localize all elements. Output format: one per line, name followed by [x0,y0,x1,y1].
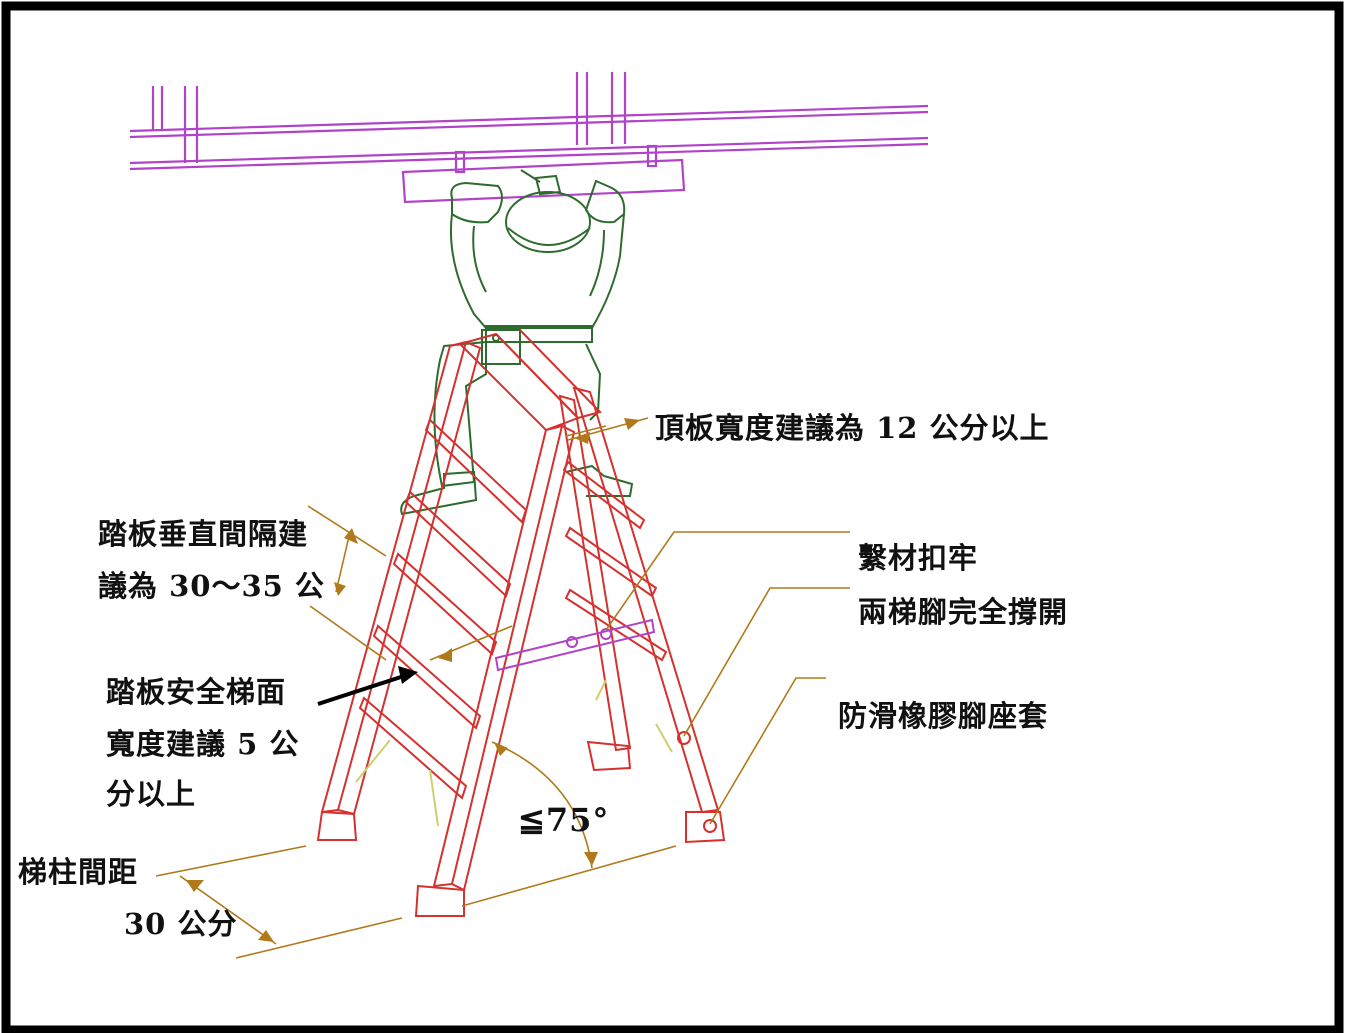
feet-label: 防滑橡膠腳座套 [838,699,1049,733]
angle-label: ≦75° [518,801,610,839]
rung-width-label-line1: 踏板安全梯面 [106,675,287,709]
ceiling-pipes [129,72,929,204]
spreader-brace [494,618,656,672]
dimension-arrows [186,418,640,942]
leg-spacing-label-line1: 梯柱間距 [18,855,139,889]
leg-spacing-label-line2: 30 公分 [124,907,238,941]
rear-braces [355,679,673,827]
worker-figure [400,169,634,516]
spread-label-line2: 兩梯腳完全撐開 [858,595,1069,629]
spread-label-line1: 繫材扣牢 [858,541,979,575]
rung-width-label-line3: 分以上 [106,777,197,811]
rung-width-label-line2: 寬度建議 5 公 [106,727,300,761]
dimension-lines [155,417,850,959]
rung-spacing-label-line2: 議為 30～35 公 [98,569,325,603]
top-width-label: 頂板寬度建議為 12 公分以上 [655,411,1050,445]
rung-width-arrow [317,666,418,706]
rung-spacing-label-line1: 踏板垂直間隔建 [98,517,309,551]
